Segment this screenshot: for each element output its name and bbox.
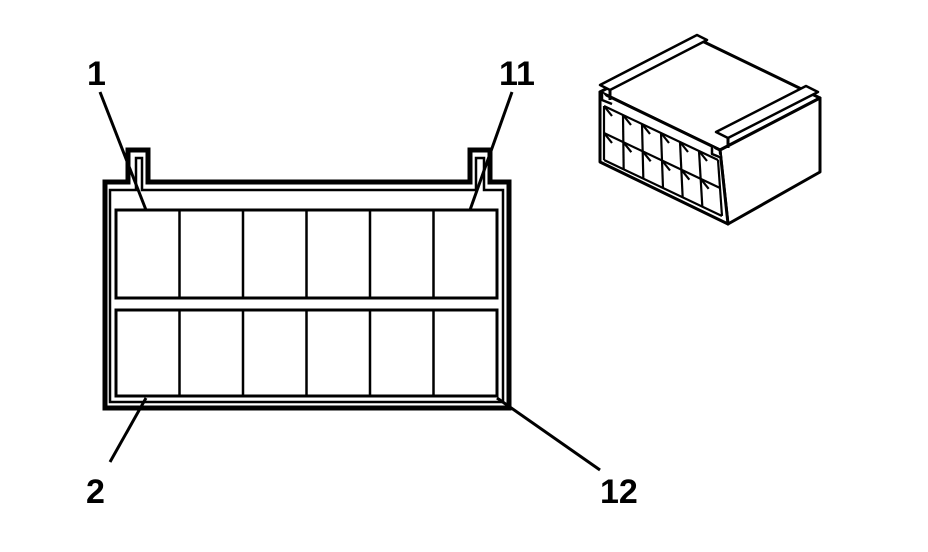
leader-line-pin-1: [98, 91, 148, 211]
iso-cavity-depth-line: [622, 114, 632, 126]
iso-cavity-depth-line: [680, 168, 691, 181]
iso-cavity-grid: [602, 105, 724, 217]
label-pin-2: 2: [86, 473, 105, 511]
iso-rail-left: [598, 33, 709, 92]
iso-key-right: [710, 146, 723, 160]
iso-cavity-depth-line: [603, 132, 613, 144]
label-pin-11: 11: [499, 55, 535, 93]
iso-key-left: [600, 92, 613, 106]
iso-cavity-depth-line: [699, 178, 710, 190]
iso-grid-col-line: [640, 123, 645, 179]
connector-isometric-view: [598, 33, 822, 226]
iso-cavity-depth-line: [661, 159, 671, 172]
housing-outer-outline: [102, 147, 512, 411]
label-pin-1: 1: [87, 55, 106, 93]
iso-cavity-depth-line: [660, 132, 670, 144]
iso-grid-col-line: [697, 150, 704, 207]
iso-front-face: [598, 90, 730, 226]
iso-cavity-depth-line: [641, 150, 652, 163]
iso-cavity-depth-line: [622, 141, 633, 153]
iso-cavity-depth-line: [641, 123, 651, 135]
label-pin-12: 12: [600, 473, 638, 511]
leader-line-pin-2: [108, 397, 148, 463]
leader-line-pin-11: [468, 91, 514, 211]
iso-cavity-depth-line: [603, 105, 613, 117]
iso-cavity-depth-line: [698, 150, 708, 162]
iso-grid-col-line: [716, 159, 724, 217]
connector-face-view: [102, 147, 512, 411]
iso-rail-right: [714, 84, 820, 140]
iso-cavity-depth-line: [679, 141, 689, 153]
leader-lines: [98, 91, 601, 472]
cavity-dividers: [178, 210, 435, 396]
leader-line-pin-12: [496, 396, 601, 472]
